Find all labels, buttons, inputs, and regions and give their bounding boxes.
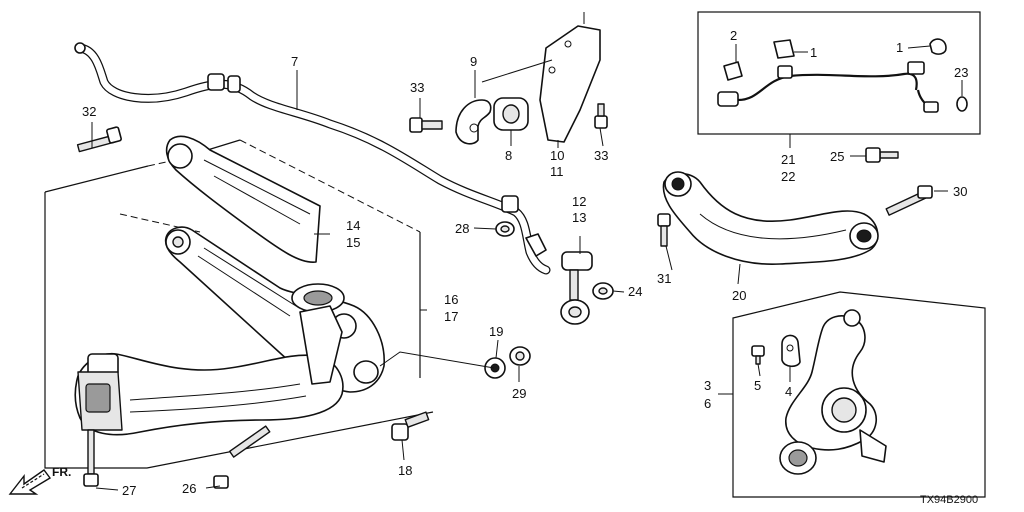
leader-lines: [91, 44, 963, 491]
callout-26: 26: [182, 481, 196, 496]
flange-bolt-33-right: [594, 103, 608, 129]
callout-11: 11: [550, 164, 564, 179]
flange-bolt-25: [865, 147, 899, 163]
callout-10: 10: [550, 148, 564, 163]
stabilizer-bushing: [493, 97, 529, 131]
rear-knuckle: [779, 309, 887, 475]
callout-30: 30: [953, 184, 967, 199]
stabilizer-bar: [74, 42, 551, 275]
callout-1-right: 1: [896, 40, 903, 55]
knuckle-bolt-5: [751, 345, 765, 365]
washer-29: [509, 346, 531, 366]
lower-arm-cover: [165, 135, 321, 263]
callout-22: 22: [781, 169, 795, 184]
upper-control-arm: [662, 171, 879, 265]
sensor-clip-1-right: [929, 38, 947, 55]
stabilizer-link: [560, 251, 593, 325]
callout-9: 9: [470, 54, 477, 69]
wheel-speed-sensor: [717, 61, 939, 113]
sensor-clip-1-left: [773, 39, 795, 59]
callout-20: 20: [732, 288, 746, 303]
stabilizer-bracket: [539, 12, 601, 143]
callout-27: 27: [122, 483, 136, 498]
callout-25: 25: [830, 149, 844, 164]
flange-bolt-27: [83, 429, 99, 487]
callout-numbers: 7 32 9 33 8 10 11 33 12 13 28 24 14 15 1…: [82, 28, 968, 498]
callout-31: 31: [657, 271, 671, 286]
callout-17: 17: [444, 309, 458, 324]
rear-trailing-arm: [74, 305, 344, 436]
front-label: FR.: [52, 465, 71, 479]
callout-18: 18: [398, 463, 412, 478]
sensor-kit-frame: [697, 11, 981, 135]
callout-28: 28: [455, 221, 469, 236]
knuckle-group-frame: [732, 291, 986, 498]
callout-13: 13: [572, 210, 586, 225]
callout-6: 6: [704, 396, 711, 411]
nut-19: [484, 357, 506, 379]
callout-8: 8: [505, 148, 512, 163]
diagram-code: TX94B2900: [920, 494, 978, 506]
callout-7: 7: [291, 54, 298, 69]
callout-16: 16: [444, 292, 458, 307]
callout-21: 21: [781, 152, 795, 167]
sensor-clip-2: [723, 61, 743, 81]
flange-bolt-18: [391, 411, 430, 441]
nut-28: [495, 221, 515, 237]
callout-15: 15: [346, 235, 360, 250]
callout-24: 24: [628, 284, 642, 299]
flange-bolt-33-left: [409, 117, 443, 133]
stabilizer-holder: [455, 99, 492, 145]
knuckle-plate-4: [781, 334, 801, 368]
callout-32: 32: [82, 104, 96, 119]
callout-2: 2: [730, 28, 737, 43]
callout-14: 14: [346, 218, 360, 233]
callout-19: 19: [489, 324, 503, 339]
callout-29: 29: [512, 386, 526, 401]
sensor-grommet-23: [956, 96, 968, 112]
callout-23: 23: [954, 65, 968, 80]
callout-3: 3: [704, 378, 711, 393]
flange-bolt-26: [213, 425, 271, 489]
front-direction-arrow-icon: FR.: [8, 465, 71, 495]
flange-bolt-30: [885, 185, 933, 216]
callout-33-left: 33: [410, 80, 424, 95]
flange-bolt-32: [76, 126, 122, 153]
callout-12: 12: [572, 194, 586, 209]
callout-4: 4: [785, 384, 792, 399]
nut-24: [592, 282, 614, 300]
callout-5: 5: [754, 378, 761, 393]
flange-bolt-31: [657, 213, 671, 247]
callout-33-right: 33: [594, 148, 608, 163]
callout-1-left: 1: [810, 45, 817, 60]
